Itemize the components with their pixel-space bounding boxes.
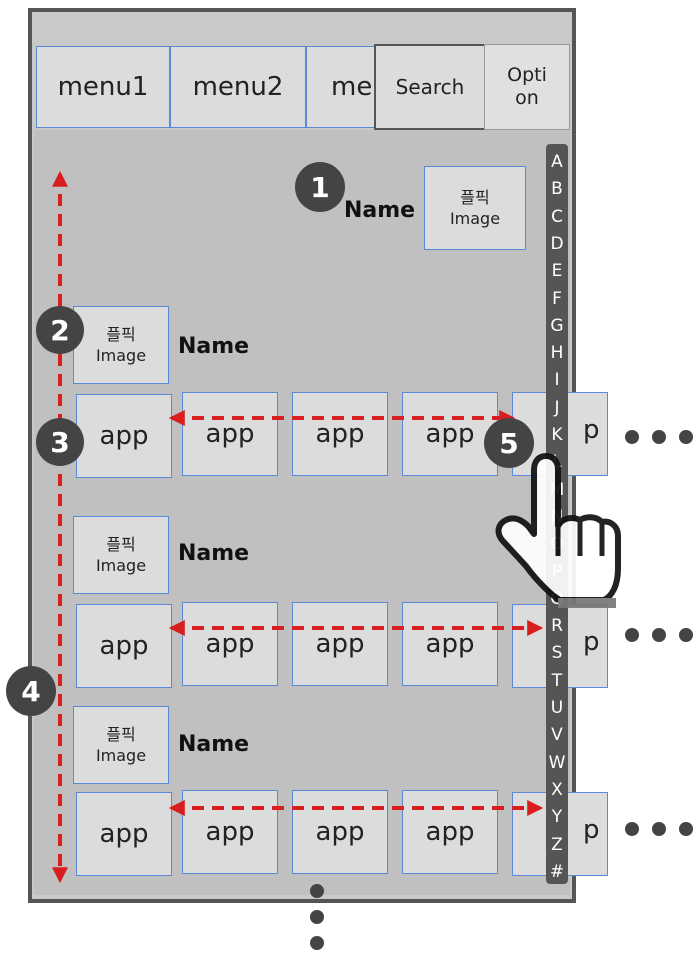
ellipsis-dots-icon [625, 430, 639, 444]
ellipsis-dots-icon [679, 628, 693, 642]
ellipsis-dots-icon [652, 628, 666, 642]
friend-profile-image[interactable]: 플픽 Image [73, 706, 169, 784]
friend-name: Name [178, 541, 250, 566]
index-letter[interactable]: C [551, 206, 563, 227]
ellipsis-dots-icon [625, 822, 639, 836]
annotation-badge-5: 5 [484, 418, 534, 468]
annotation-badge-1: 1 [295, 162, 345, 212]
index-letter[interactable]: S [551, 643, 563, 664]
index-letter[interactable]: Z [551, 834, 563, 855]
ellipsis-dots-icon [310, 910, 324, 924]
profile-text-line1: 플픽 [460, 188, 490, 207]
app-tile-text: p [583, 627, 600, 657]
app-tile[interactable]: app [182, 602, 278, 686]
profile-text-line1: 플픽 [106, 725, 136, 744]
index-letter[interactable]: A [551, 152, 563, 172]
index-letter[interactable]: R [551, 616, 563, 637]
index-letter[interactable]: W [548, 752, 566, 773]
tab-menu2[interactable]: menu2 [170, 46, 306, 128]
app-tile-text: p [583, 815, 600, 845]
profile-text-line2: Image [95, 556, 147, 575]
option-button[interactable]: Opti on [484, 44, 570, 130]
index-letter[interactable]: T [551, 670, 563, 691]
index-letter[interactable]: V [551, 725, 563, 746]
pointing-hand-icon [495, 453, 621, 608]
profile-text-line1: 플픽 [106, 325, 136, 344]
profile-text-line1: 플픽 [106, 535, 136, 554]
index-letter[interactable]: X [551, 779, 563, 800]
index-letter[interactable]: H [550, 343, 564, 364]
index-letter[interactable]: G [550, 315, 564, 336]
ellipsis-dots-icon [310, 884, 324, 898]
profile-text-line2: Image [95, 746, 147, 765]
friend-name: Name [178, 732, 250, 757]
index-letter[interactable]: B [551, 179, 563, 200]
ellipsis-dots-icon [679, 822, 693, 836]
friend-name: Name [178, 334, 250, 359]
index-letter[interactable]: # [549, 861, 565, 882]
my-profile-image[interactable]: 플픽 Image [424, 166, 526, 250]
index-letter[interactable]: D [550, 233, 564, 254]
ellipsis-dots-icon [679, 430, 693, 444]
ellipsis-dots-icon [652, 430, 666, 444]
app-tile[interactable]: app [76, 792, 172, 876]
index-letter[interactable]: E [551, 261, 563, 282]
ellipsis-dots-icon [310, 936, 324, 950]
profile-text-line2: Image [449, 209, 501, 228]
tab-menu3[interactable]: me [306, 46, 386, 128]
app-tile[interactable]: app [76, 604, 172, 688]
app-tile-text: p [583, 415, 600, 445]
annotation-badge-4: 4 [6, 666, 56, 716]
ellipsis-dots-icon [625, 628, 639, 642]
app-tile[interactable]: app [182, 392, 278, 476]
my-name: Name [344, 198, 416, 223]
index-letter[interactable]: K [551, 425, 563, 445]
annotation-badge-3: 3 [36, 418, 84, 466]
annotation-badge-2: 2 [36, 306, 84, 354]
index-letter[interactable]: I [554, 370, 560, 391]
app-tile[interactable]: app [402, 392, 498, 476]
index-letter[interactable]: U [550, 698, 564, 718]
tab-menu1[interactable]: menu1 [36, 46, 170, 128]
option-label-line2: on [515, 87, 539, 109]
friend-profile-image[interactable]: 플픽 Image [73, 516, 169, 594]
profile-text-line2: Image [95, 346, 147, 365]
ellipsis-dots-icon [652, 822, 666, 836]
index-letter[interactable]: Y [551, 807, 563, 828]
option-label-line1: Opti [507, 64, 547, 86]
index-letter[interactable]: F [552, 288, 562, 309]
search-button[interactable]: Search [374, 44, 486, 130]
friend-profile-image[interactable]: 플픽 Image [73, 306, 169, 384]
app-tile[interactable]: app [76, 394, 172, 478]
menu-bar: menu1 menu2 me Search Opti on [34, 44, 570, 130]
index-letter[interactable]: J [554, 397, 560, 418]
